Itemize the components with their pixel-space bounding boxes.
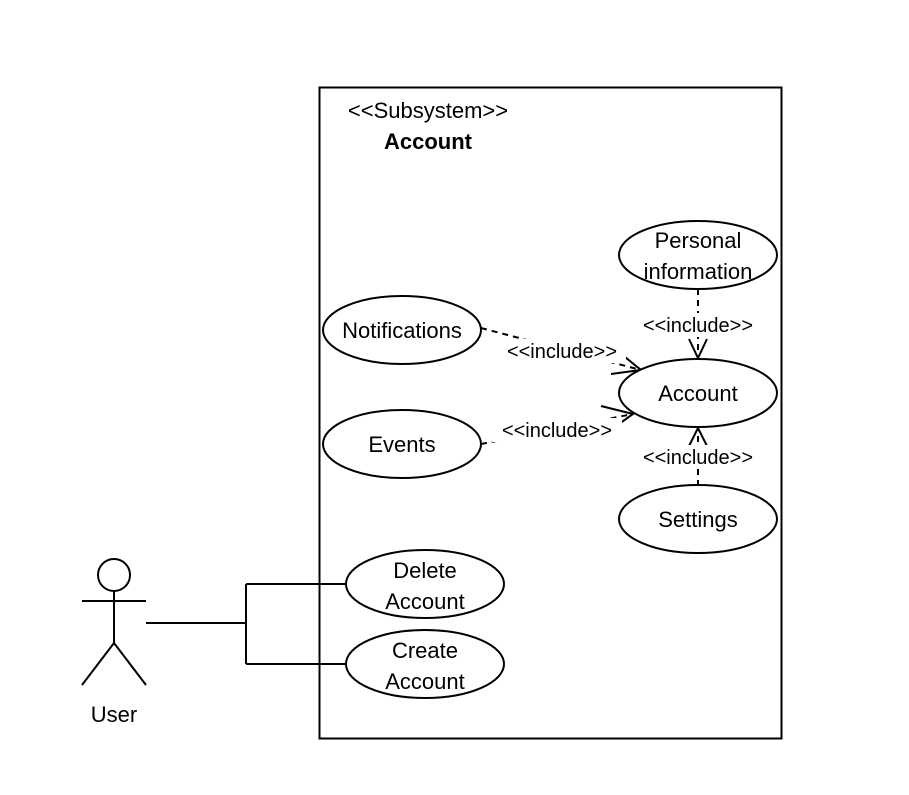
use-case-label-account: Account xyxy=(658,381,738,406)
include-label-settings: <<include>> xyxy=(643,447,753,469)
use-case-label-create: Create xyxy=(392,638,458,663)
use-case-events: Events xyxy=(322,409,482,479)
use-case-label-personal: Personal xyxy=(655,228,742,253)
use-case-label-information: information xyxy=(644,259,753,284)
use-case-delete-account: Delete Account xyxy=(345,549,505,619)
actor-name: User xyxy=(91,702,137,727)
use-case-label-create-account: Account xyxy=(385,669,465,694)
include-label-notifications: <<include>> xyxy=(507,341,617,363)
use-case-label-delete-account: Account xyxy=(385,589,465,614)
use-case-notifications: Notifications xyxy=(322,295,482,365)
use-case-account: Account xyxy=(618,358,778,428)
subsystem-stereotype: <<Subsystem>> xyxy=(348,98,508,123)
use-case-label-settings: Settings xyxy=(658,507,738,532)
actor-left-leg xyxy=(81,642,115,686)
use-case-settings: Settings xyxy=(618,484,778,554)
use-case-label-events: Events xyxy=(368,432,435,457)
actor-head xyxy=(97,558,131,592)
subsystem-name: Account xyxy=(384,129,473,154)
use-case-personal-information: Personal information xyxy=(618,220,778,290)
include-labels: <<include>> <<include>> <<include>> <<in… xyxy=(492,313,762,469)
use-case-label-delete: Delete xyxy=(393,558,457,583)
actor-right-leg xyxy=(113,642,147,686)
include-label-events: <<include>> xyxy=(502,420,612,442)
use-case-label-notifications: Notifications xyxy=(342,318,462,343)
include-arrowhead-events xyxy=(600,405,636,425)
use-case-create-account: Create Account xyxy=(345,629,505,699)
actor-associations xyxy=(146,583,347,665)
actor-user xyxy=(81,558,147,686)
subsystem-boundary xyxy=(318,86,783,740)
include-label-personal-information: <<include>> xyxy=(643,315,753,337)
